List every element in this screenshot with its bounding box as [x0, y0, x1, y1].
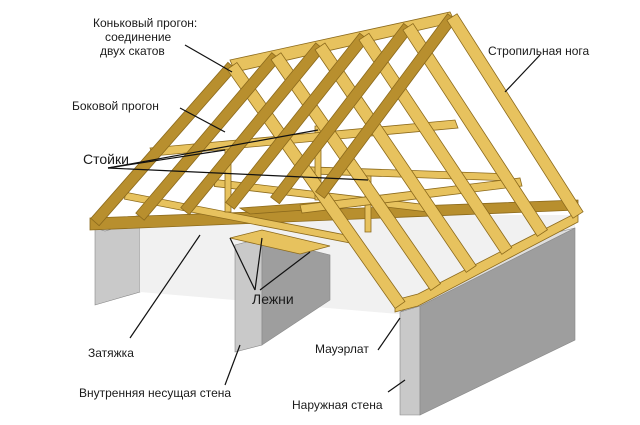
sleeper-front — [229, 229, 331, 255]
leader-rafter — [504, 54, 541, 93]
leader-tie — [129, 234, 201, 339]
label-posts: Стойки — [83, 151, 129, 167]
label-mauerlat: Мауэрлат — [315, 342, 369, 356]
label-sleepers: Лежни — [252, 291, 294, 307]
leader-mauerlat — [377, 317, 401, 351]
rafter-front-5 — [402, 22, 548, 237]
leader-posts-3 — [107, 167, 369, 181]
label-ridge-line3: двух скатов — [100, 44, 165, 58]
leader-side-purlin — [179, 107, 226, 133]
rafter-back-2 — [135, 52, 281, 221]
leader-posts-2 — [107, 129, 319, 169]
rafter-front-1 — [226, 61, 406, 310]
label-inner-wall: Внутренняя несущая стена — [79, 386, 232, 400]
leader-lines — [107, 44, 541, 393]
leader-sleepers-3 — [259, 251, 311, 291]
leader-sleepers-1 — [229, 237, 256, 291]
label-side-purlin: Боковой прогон — [72, 99, 159, 113]
label-ridge-line1: Коньковый прогон: — [93, 16, 198, 30]
leader-ridge — [184, 44, 233, 73]
label-outer-wall: Наружная стена — [292, 398, 383, 412]
label-tie: Затяжка — [88, 346, 134, 360]
rafters — [90, 13, 584, 310]
leader-outer-wall — [387, 379, 406, 393]
rafter-front-6 — [446, 13, 584, 219]
outer-wall-right-front — [399, 305, 421, 416]
leader-sleepers-2 — [254, 237, 263, 291]
rafter-front-2 — [270, 52, 442, 291]
label-ridge-line2: соединение — [105, 30, 172, 44]
leader-inner-wall — [224, 344, 241, 386]
mauerlat-right — [394, 211, 579, 313]
label-rafter: Стропильная нога — [488, 44, 590, 58]
